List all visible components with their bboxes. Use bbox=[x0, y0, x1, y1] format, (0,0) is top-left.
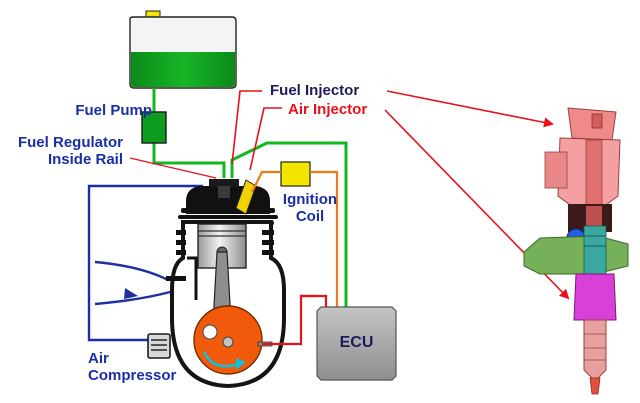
ecu-signal-wire bbox=[301, 294, 328, 307]
intake-air-flow-lower bbox=[94, 290, 171, 306]
fuel-rail bbox=[209, 179, 239, 187]
fuel-line-pump-to-rail bbox=[152, 143, 226, 178]
air-compressor bbox=[147, 333, 171, 359]
intake-port bbox=[166, 276, 186, 281]
regulator-leader-line bbox=[129, 157, 217, 179]
fuel-lines bbox=[152, 88, 348, 307]
label-air-compressor-line2: Compressor bbox=[88, 367, 177, 384]
label-fuel-regulator-line1: Fuel Regulator bbox=[17, 134, 123, 151]
label-fuel-regulator-line2: Inside Rail bbox=[47, 151, 123, 168]
fuel-level bbox=[131, 52, 235, 87]
engine bbox=[166, 179, 286, 389]
label-fuel-injector: Fuel Injector bbox=[270, 82, 360, 99]
ignition-wires bbox=[251, 170, 339, 307]
cylinder-fins bbox=[176, 230, 274, 255]
spark-plug bbox=[235, 179, 257, 215]
rotation-arrow bbox=[202, 351, 239, 368]
injector-tip bbox=[589, 377, 601, 395]
coil-to-ecu-wire bbox=[310, 170, 339, 307]
air-injector-leader-left bbox=[249, 107, 282, 171]
ecu-box bbox=[316, 306, 397, 381]
intake-air-flow-upper bbox=[94, 260, 169, 282]
intake-reed-valve bbox=[124, 288, 138, 299]
label-ignition-coil: Ignition Coil bbox=[269, 191, 351, 225]
air-line-compressor-to-rail bbox=[87, 184, 203, 342]
label-ignition-coil-line2: Coil bbox=[295, 208, 325, 225]
label-ignition-coil-line1: Ignition bbox=[282, 191, 338, 208]
label-fuel-pump: Fuel Pump bbox=[75, 102, 152, 119]
air-lines bbox=[87, 184, 203, 342]
injector-armature bbox=[583, 225, 607, 275]
fuel-pump bbox=[141, 111, 167, 144]
label-air-compressor: Air Compressor bbox=[88, 350, 176, 384]
fuel-injector-leader-left bbox=[231, 90, 262, 165]
transfer-port bbox=[187, 256, 198, 300]
fuel-injector-arrow-right bbox=[386, 90, 554, 128]
label-fuel-regulator: Fuel Regulator Inside Rail bbox=[8, 134, 123, 168]
coil-to-spark-plug-wire bbox=[251, 170, 281, 193]
injector-center-bore bbox=[585, 139, 603, 207]
injector-cutaway bbox=[523, 107, 629, 395]
fuel-injector-body bbox=[218, 186, 230, 198]
label-air-injector: Air Injector bbox=[288, 101, 368, 118]
label-ecu: ECU bbox=[339, 334, 374, 351]
injector-nozzle bbox=[583, 319, 607, 379]
injector-side-housing bbox=[544, 151, 568, 189]
ignition-coil bbox=[280, 161, 311, 187]
label-air-compressor-line1: Air bbox=[88, 350, 109, 367]
fuel-injector-signal-wire bbox=[230, 141, 348, 307]
fuel-tank bbox=[129, 10, 237, 89]
crank-axle bbox=[222, 336, 234, 348]
crank-pin bbox=[202, 324, 218, 340]
injector-mount-flange bbox=[523, 235, 629, 275]
injector-solenoid bbox=[573, 273, 617, 321]
